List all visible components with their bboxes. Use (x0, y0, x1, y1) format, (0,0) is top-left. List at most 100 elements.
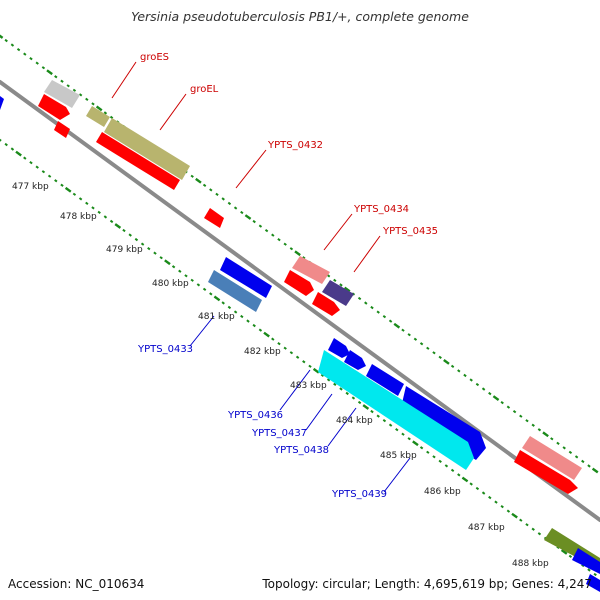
tick-mark (64, 186, 72, 193)
tick-mark (91, 102, 95, 106)
kbp-label: 482 kbp (244, 347, 281, 357)
gene-feature[interactable] (38, 94, 70, 120)
gene-label-YPTS_0434: YPTS_0434 (353, 204, 409, 215)
gene-feature[interactable] (96, 132, 180, 190)
tick-mark (412, 440, 419, 447)
kbp-label: 481 kbp (198, 312, 235, 322)
gene-feature[interactable] (322, 280, 354, 306)
tick-mark (362, 404, 370, 410)
tick-mark (283, 242, 287, 246)
tick-mark (0, 34, 4, 39)
tick-mark (213, 295, 221, 302)
gene-feature[interactable] (514, 450, 578, 494)
tick-mark (531, 527, 535, 531)
tick-mark (419, 446, 424, 450)
gene-label-YPTS_0433: YPTS_0433 (137, 344, 193, 355)
tick-mark (376, 310, 380, 314)
tick-mark (159, 256, 163, 260)
tick-mark (469, 482, 473, 486)
gene-feature[interactable] (292, 256, 330, 284)
tick-mark (560, 549, 568, 555)
tick-mark (95, 105, 103, 112)
gene-feature[interactable] (312, 292, 340, 316)
tick-mark (0, 138, 2, 142)
tick-mark (109, 219, 114, 224)
gene-feature[interactable] (204, 208, 224, 228)
tick-mark (587, 568, 591, 572)
gene-feature[interactable] (208, 270, 262, 312)
tick-mark (202, 183, 207, 187)
tick-mark (593, 572, 597, 577)
tick-mark (10, 147, 15, 151)
tick-mark (511, 512, 518, 519)
tick-mark (233, 206, 238, 210)
tick-mark (78, 93, 83, 97)
tick-mark (591, 467, 599, 474)
gene-feature[interactable] (0, 96, 4, 110)
gene-feature[interactable] (522, 436, 582, 480)
tick-mark (233, 310, 238, 314)
tick-mark (41, 66, 46, 70)
tick-mark (450, 468, 455, 473)
tick-mark (432, 351, 436, 355)
tick-mark (463, 373, 467, 378)
gene-feature[interactable] (104, 118, 190, 180)
tick-mark (345, 391, 349, 396)
tick-mark (364, 301, 368, 305)
tick-mark (72, 192, 77, 196)
tick-mark (537, 532, 542, 536)
tick-mark (202, 287, 207, 291)
tick-mark (312, 367, 320, 374)
tick-mark (407, 437, 411, 441)
tick-mark (195, 177, 202, 184)
tick-mark (525, 523, 529, 527)
gene-feature[interactable] (86, 106, 110, 127)
tick-mark (122, 228, 126, 233)
tick-mark (500, 504, 504, 509)
tick-mark (46, 69, 53, 76)
tick-mark (60, 79, 64, 83)
tick-mark (542, 431, 549, 438)
tick-mark (178, 269, 182, 273)
tick-mark (16, 47, 21, 52)
tick-mark (240, 210, 244, 215)
gene-feature[interactable] (344, 350, 366, 370)
tick-mark (258, 328, 263, 332)
tick-mark (432, 455, 436, 459)
tick-mark (85, 97, 89, 101)
tick-mark (252, 219, 256, 224)
gene-feature[interactable] (572, 548, 600, 574)
gene-feature[interactable] (328, 338, 350, 358)
tick-mark (134, 237, 139, 242)
tick-mark (295, 355, 300, 359)
tick-mark (29, 161, 33, 165)
tick-mark (140, 242, 145, 246)
tick-mark (457, 369, 461, 373)
tick-mark (512, 410, 517, 414)
tick-mark (388, 423, 393, 427)
kbp-label: 488 kbp (512, 559, 549, 569)
gene-feature[interactable] (586, 574, 600, 592)
gene-feature[interactable] (366, 364, 404, 396)
tick-mark (444, 464, 449, 468)
gene-feature[interactable] (318, 350, 474, 470)
gene-feature[interactable] (220, 257, 272, 298)
tick-mark (568, 554, 573, 559)
tick-mark (537, 428, 542, 432)
tick-mark (475, 382, 480, 387)
gene-label-groEL: groEL (190, 84, 219, 95)
tick-mark (29, 57, 33, 61)
gene-feature[interactable] (284, 270, 314, 296)
gene-feature[interactable] (44, 80, 80, 108)
tick-mark (326, 274, 331, 278)
gene-feature[interactable] (54, 121, 70, 138)
tick-mark (23, 52, 27, 56)
tick-mark (277, 238, 281, 242)
tick-mark (357, 400, 362, 405)
tick-mark (388, 319, 393, 323)
tick-mark (506, 509, 511, 513)
tick-mark (333, 278, 337, 283)
tick-mark (147, 246, 151, 251)
tick-mark (581, 459, 585, 464)
